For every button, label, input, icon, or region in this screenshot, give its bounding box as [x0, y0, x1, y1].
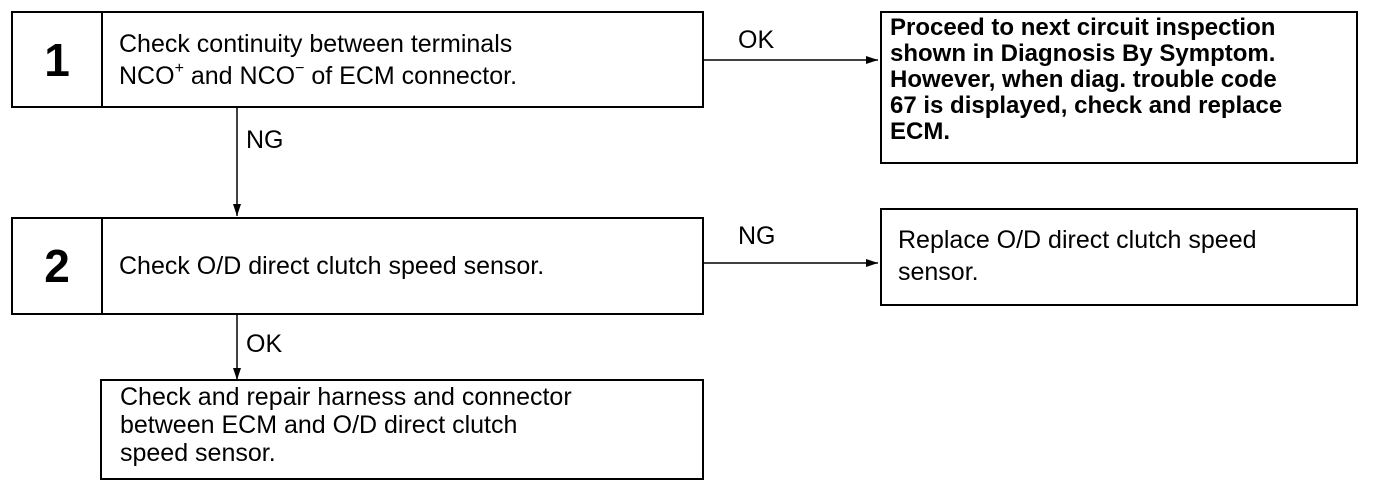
step-1-term-a-sign: +	[174, 60, 184, 78]
label-step-2-ng: NG	[738, 222, 776, 250]
step-2-line-1: Check O/D direct clutch speed sensor.	[119, 252, 545, 280]
result-step-2-ng-line-1: Replace O/D direct clutch speed	[898, 226, 1257, 254]
step-1-box: 1 Check continuity between terminals NCO…	[11, 11, 704, 108]
result-step-1-ok-line-2: shown in Diagnosis By Symptom.	[890, 40, 1276, 67]
result-step-2-ok-line-3: speed sensor.	[120, 439, 276, 467]
step-1-term-end: of ECM connector.	[304, 61, 518, 90]
result-step-1-ok-line-1: Proceed to next circuit inspection	[890, 14, 1276, 41]
step-2-number: 2	[13, 219, 103, 313]
label-step-1-ok: OK	[738, 26, 775, 54]
step-1-term-b-sign: −	[295, 60, 305, 78]
label-step-1-ng: NG	[246, 126, 284, 154]
result-step-1-ok: Proceed to next circuit inspection shown…	[880, 11, 1358, 164]
step-1-line-1: Check continuity between terminals	[119, 29, 513, 58]
result-step-2-ng: Replace O/D direct clutch speed sensor.	[880, 208, 1358, 306]
result-step-1-ok-line-3: However, when diag. trouble code	[890, 66, 1277, 93]
step-2-box: 2 Check O/D direct clutch speed sensor.	[11, 217, 704, 315]
result-step-1-ok-line-5: ECM.	[890, 118, 950, 145]
step-1-number: 1	[13, 13, 103, 106]
result-step-2-ng-line-2: sensor.	[898, 258, 979, 286]
step-1-text: Check continuity between terminals NCO+ …	[103, 13, 702, 106]
step-1-term-mid: and NCO	[183, 61, 296, 90]
result-step-2-ok-line-1: Check and repair harness and connector	[120, 383, 572, 411]
label-step-2-ok: OK	[246, 330, 283, 358]
result-step-1-ok-line-4: 67 is displayed, check and replace	[890, 92, 1283, 119]
result-step-2-ok-line-2: between ECM and O/D direct clutch	[120, 411, 518, 439]
step-1-line-2: NCO+ and NCO− of ECM connector.	[119, 60, 517, 92]
result-step-2-ok: Check and repair harness and connector b…	[100, 379, 704, 480]
step-2-text: Check O/D direct clutch speed sensor.	[103, 219, 702, 313]
step-1-term-a: NCO	[119, 61, 175, 90]
